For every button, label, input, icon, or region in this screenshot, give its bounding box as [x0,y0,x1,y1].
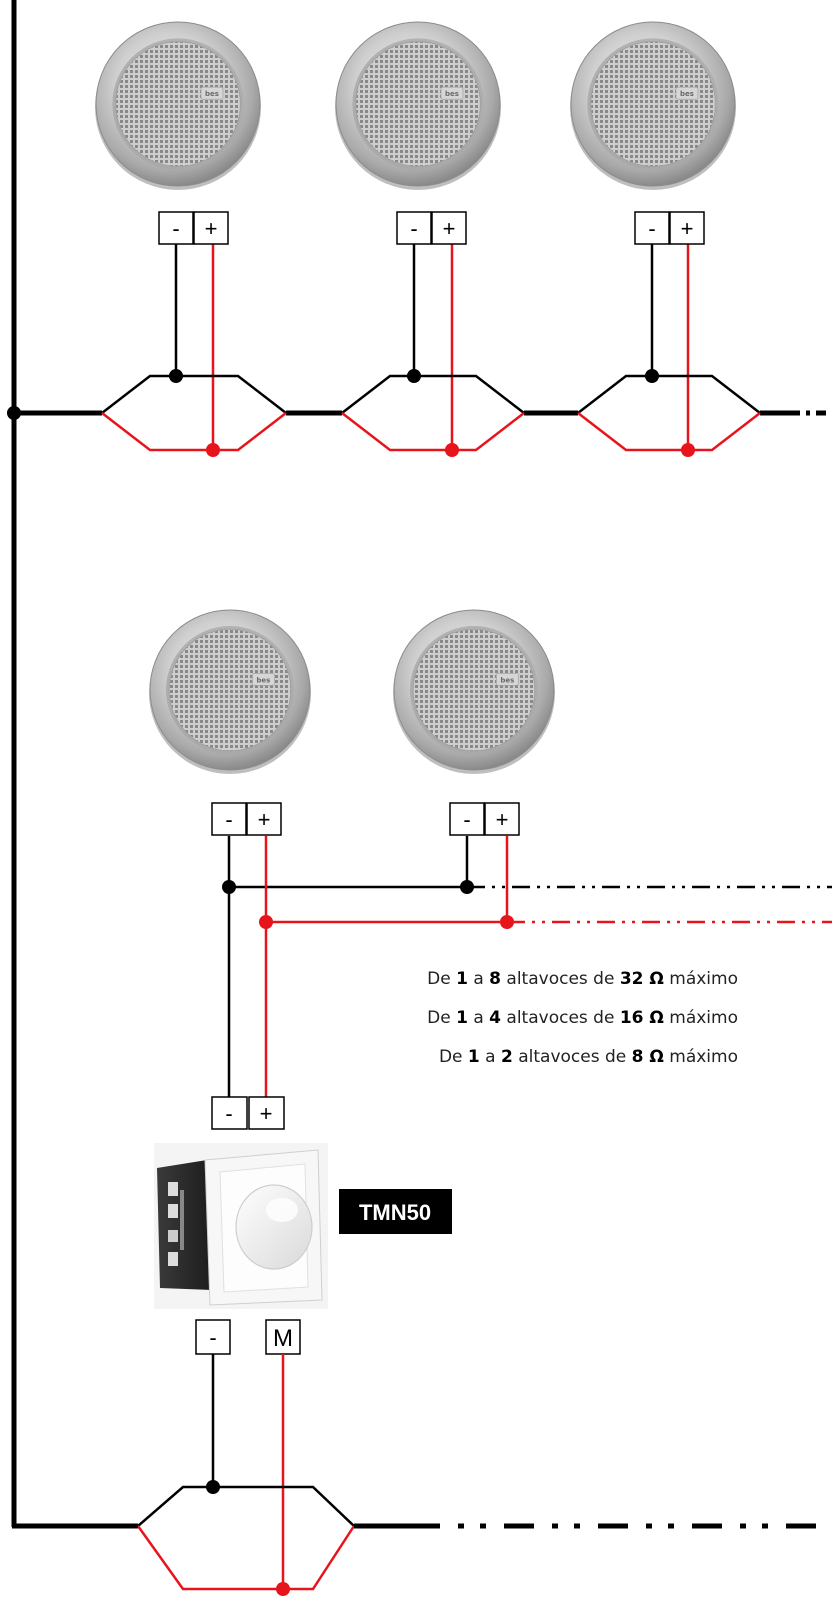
speaker-wires [174,244,215,450]
terminal-plus: + [205,216,218,241]
speaker-wires [412,244,454,450]
speaker-terminal-block: -+ [449,802,520,836]
volume-control-input-terminals: - + [211,1096,285,1130]
top-junction-boxes [101,244,761,457]
spec-line-1: De 1 a 8 altavoces de 32 Ω máximo [427,969,738,989]
speaker-logo: bes [500,676,514,684]
terminal-plus: + [260,1101,273,1126]
model-label-text: TMN50 [359,1200,431,1225]
volume-control-tmn50 [154,1143,328,1309]
terminal-plus: + [496,807,509,832]
junction-box [341,369,525,457]
terminal-minus: - [410,216,417,241]
spec-line-3: De 1 a 2 altavoces de 8 Ω máximo [439,1047,738,1067]
speaker-wires [650,244,690,450]
volume-knob-icon [235,1184,313,1270]
terminal-minus: - [172,216,179,241]
terminal-minus: - [648,216,655,241]
top-bus [7,406,832,420]
model-label: TMN50 [339,1189,452,1234]
junction-dot [7,406,21,420]
middle-speakers: bes-+bes-+ [149,609,555,836]
ceiling-speaker-icon: bes [335,21,501,190]
speaker-terminal-block: -+ [211,802,282,836]
speaker-logo: bes [680,90,694,98]
terminal-minus: - [225,1101,232,1126]
spec-line-2: De 1 a 4 altavoces de 16 Ω máximo [427,1008,738,1028]
middle-wiring [222,836,832,1100]
speaker-terminal-block: -+ [158,211,229,245]
terminal-minus: - [463,807,470,832]
terminal-minus: - [225,807,232,832]
speaker-logo: bes [205,90,219,98]
top-speakers: bes-+bes-+bes-+ [95,21,736,245]
terminal-plus: + [443,216,456,241]
speaker-terminal-block: -+ [396,211,467,245]
terminal-m: M [273,1325,293,1352]
terminal-plus: + [258,807,271,832]
terminal-minus-out: - [209,1325,216,1350]
speaker-logo: bes [256,676,270,684]
ceiling-speaker-icon: bes [393,609,555,774]
ceiling-speaker-icon: bes [95,21,261,190]
bottom-wiring [12,1354,832,1596]
speaker-terminal-block: -+ [634,211,705,245]
junction-box [101,369,287,457]
ceiling-speaker-icon: bes [149,609,311,774]
speaker-logo: bes [445,90,459,98]
junction-box [577,369,761,457]
speaker-spec-notes: De 1 a 8 altavoces de 32 Ω máximo De 1 a… [427,969,738,1067]
volume-control-output-terminals: - M [195,1319,301,1355]
ceiling-speaker-icon: bes [570,21,736,190]
terminal-plus: + [681,216,694,241]
